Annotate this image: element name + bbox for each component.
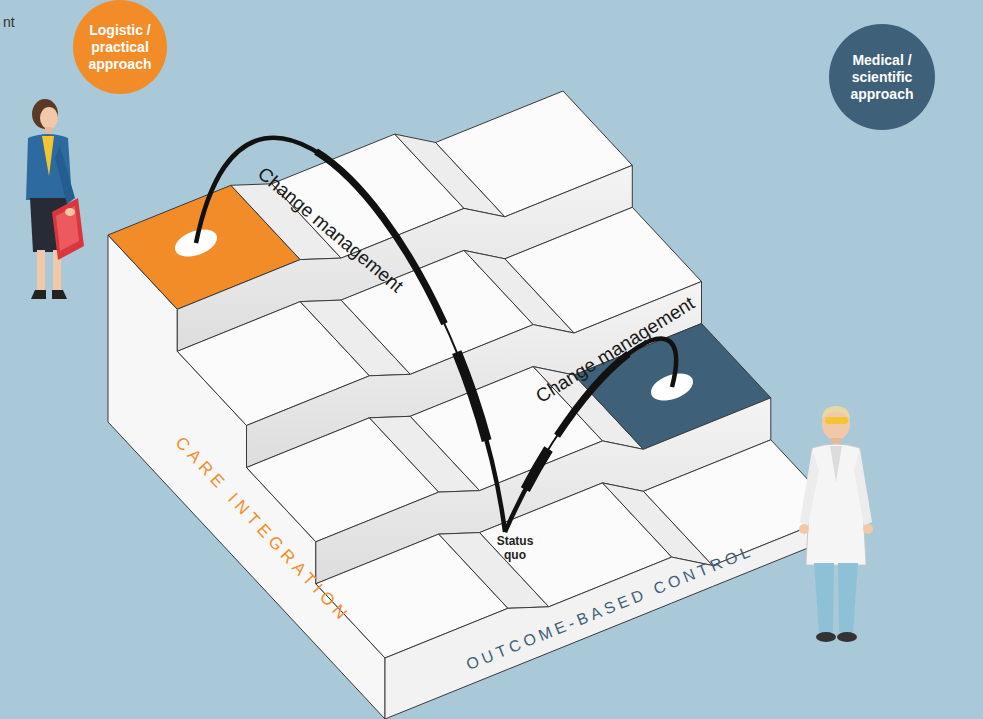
change-arc — [196, 138, 505, 532]
change-arc — [196, 138, 505, 532]
shoe — [837, 632, 857, 642]
hand — [799, 524, 809, 534]
circle-content: Medical / scientific approach — [839, 52, 925, 103]
trousers — [838, 563, 858, 632]
trousers — [814, 563, 834, 632]
clipboard — [52, 198, 84, 260]
arm — [800, 450, 819, 526]
goggles — [825, 417, 848, 424]
shoe — [52, 290, 67, 299]
lapel — [830, 446, 842, 482]
cropped-text: nt — [3, 14, 15, 30]
shirt — [42, 136, 54, 176]
change-arc — [196, 138, 505, 532]
start-label: Status quo — [492, 534, 538, 562]
clipboard-sheet — [56, 206, 79, 251]
face — [40, 107, 58, 129]
hair — [32, 99, 58, 129]
shoe — [816, 632, 836, 642]
approach-circle: Medical / scientific approach — [829, 24, 935, 130]
shoe — [31, 290, 46, 299]
change-arc — [196, 138, 505, 532]
approach-circle: Logistic / practical approach — [73, 0, 167, 94]
approach-label: Medical / scientific approach — [839, 52, 925, 103]
woman-figure — [26, 99, 84, 299]
arm — [854, 450, 872, 526]
approach-label: Logistic / practical approach — [80, 22, 160, 73]
hand — [65, 208, 75, 216]
front-face — [385, 514, 840, 719]
circle-content: Logistic / practical approach — [80, 22, 160, 73]
arm — [55, 146, 75, 204]
hand — [863, 524, 873, 534]
leg — [37, 250, 45, 292]
scientist-figure — [799, 406, 873, 642]
